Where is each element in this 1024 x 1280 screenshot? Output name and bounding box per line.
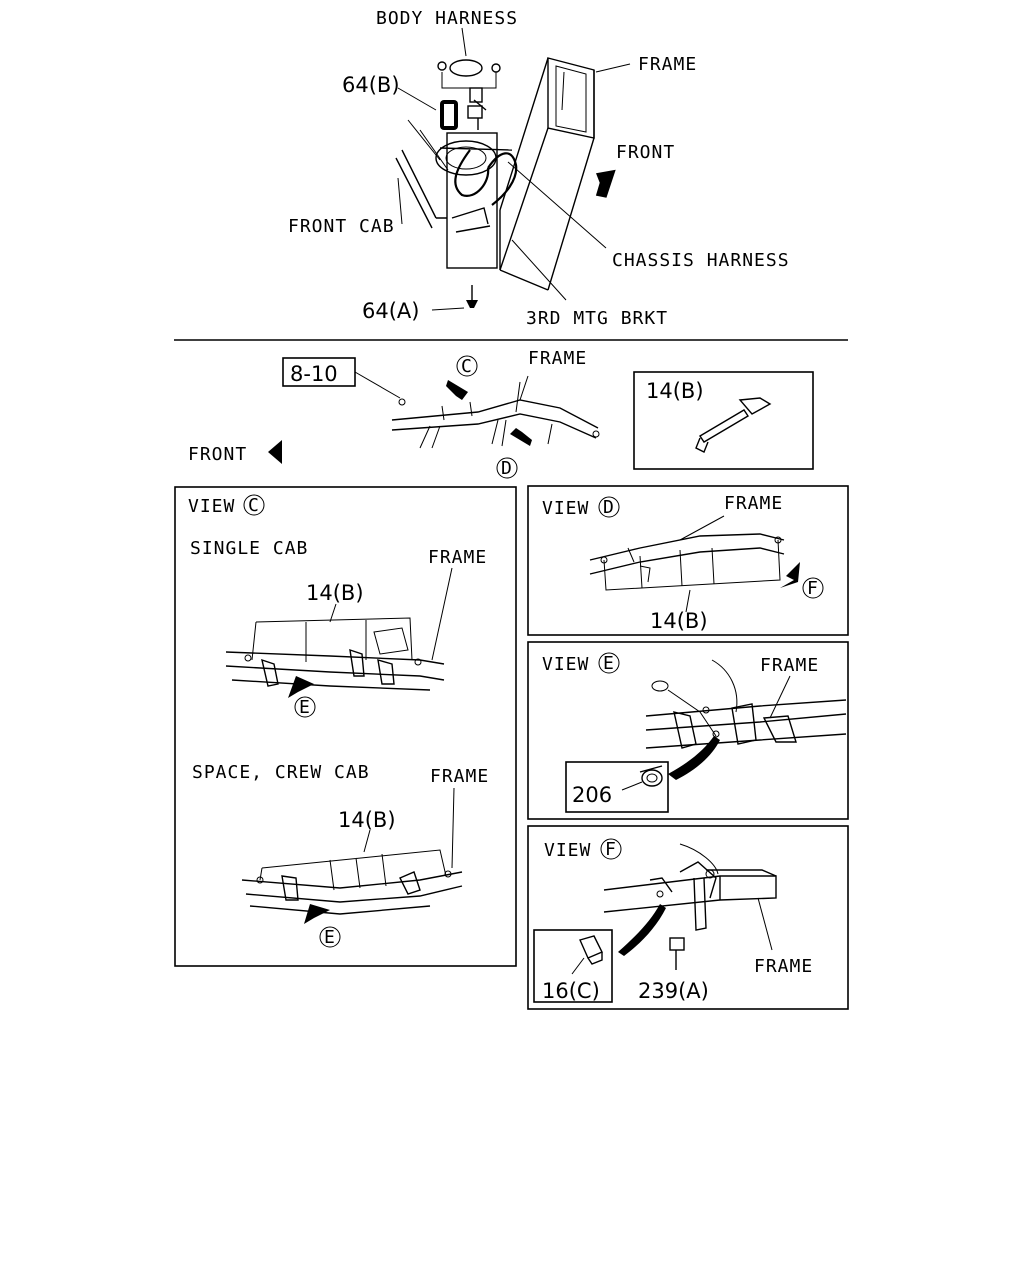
view-e-title: VIEW <box>542 654 589 675</box>
view-c-title: VIEW <box>188 496 235 517</box>
label-body-harness: BODY HARNESS <box>376 8 518 29</box>
label-front-cab: FRONT CAB <box>288 216 395 237</box>
view-c-marker-circle <box>243 494 265 516</box>
view-e-illustration <box>645 659 847 780</box>
single-cab-illustration <box>225 567 453 698</box>
view-d-marker-f: F <box>807 578 819 599</box>
view-d-panel <box>527 485 849 636</box>
view-d-marker: D <box>603 497 615 518</box>
label-14b-view-c-1: 14(B) <box>306 581 364 605</box>
label-frame-view-d: FRAME <box>724 493 783 514</box>
label-239a: 239(A) <box>638 979 709 1003</box>
label-front-overview: FRONT <box>188 444 247 465</box>
label-14b-view-d: 14(B) <box>650 609 708 633</box>
label-frame-view-e: FRAME <box>760 655 819 676</box>
view-e-panel <box>527 641 849 820</box>
label-16c: 16(C) <box>542 979 600 1003</box>
label-ref-8-10: 8-10 <box>290 362 338 386</box>
clip-206-icon <box>621 765 663 791</box>
clip-206-box <box>565 761 669 813</box>
view-f-title: VIEW <box>544 840 591 861</box>
view-c-panel <box>174 486 517 967</box>
overview-frame-illustration <box>268 371 600 464</box>
view-c-marker-e-1: E <box>299 697 311 718</box>
view-c-marker: C <box>248 495 260 516</box>
label-front-top: FRONT <box>616 142 675 163</box>
top-assembly-illustration <box>395 27 631 311</box>
view-d-marker-circle <box>598 496 620 518</box>
label-3rd-mtg-brkt: 3RD MTG BRKT <box>526 308 668 329</box>
label-part-64a: 64(A) <box>362 299 419 323</box>
label-14b-view-c-2: 14(B) <box>338 808 396 832</box>
view-c-e-1-circle <box>294 696 316 718</box>
label-frame-view-c-2: FRAME <box>430 766 489 787</box>
label-single-cab: SINGLE CAB <box>190 538 308 559</box>
view-d-f-circle <box>802 577 824 599</box>
label-part-64b: 64(B) <box>342 73 400 97</box>
clip-14b-icon <box>695 397 772 453</box>
view-d-title: VIEW <box>542 498 589 519</box>
view-f-panel <box>527 825 849 1010</box>
view-c-e-2-circle <box>319 926 341 948</box>
label-frame-view-c-1: FRAME <box>428 547 487 568</box>
label-206: 206 <box>572 783 612 807</box>
view-d-illustration <box>589 515 800 613</box>
marker-d-circle <box>496 457 518 479</box>
inset-14b-box <box>633 371 814 470</box>
label-frame-top: FRAME <box>638 54 697 75</box>
view-e-marker-circle <box>598 652 620 674</box>
label-frame-overview: FRAME <box>528 348 587 369</box>
space-crew-cab-illustration <box>241 787 463 924</box>
label-chassis-harness: CHASSIS HARNESS <box>612 250 790 271</box>
marker-c-overview: C <box>461 356 473 377</box>
view-c-marker-e-2: E <box>324 927 336 948</box>
view-f-marker-circle <box>600 838 622 860</box>
view-e-marker: E <box>603 653 615 674</box>
label-frame-view-f: FRAME <box>754 956 813 977</box>
label-space-crew-cab: SPACE, CREW CAB <box>192 762 370 783</box>
clip-16c-box <box>533 929 613 1003</box>
marker-d-overview: D <box>501 458 513 479</box>
label-inset-14b: 14(B) <box>646 379 704 403</box>
view-f-marker: F <box>605 839 617 860</box>
marker-c-circle <box>456 355 478 377</box>
view-f-illustration <box>603 843 777 970</box>
clip-16c-icon <box>571 935 603 975</box>
